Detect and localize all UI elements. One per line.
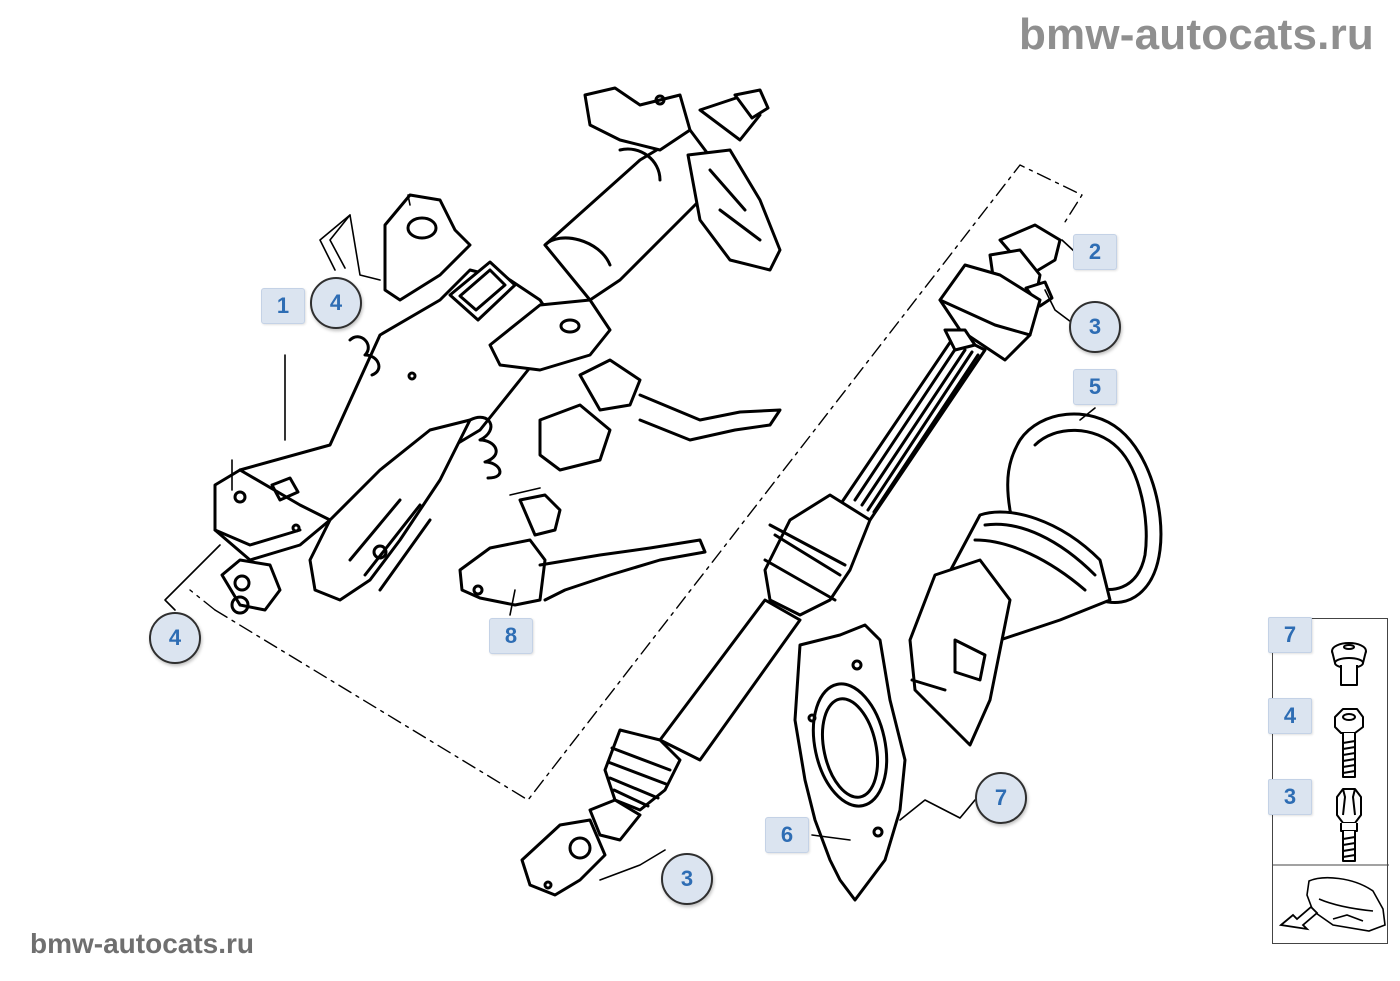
callout-part-4-upper[interactable]: 4 bbox=[310, 277, 362, 329]
collar-screw-icon bbox=[1331, 642, 1367, 686]
hex-bolt-icon bbox=[1334, 708, 1364, 778]
clamp-lever-part bbox=[458, 493, 707, 607]
watermark-top: bmw-autocats.ru bbox=[1018, 10, 1374, 59]
upper-shaft-part bbox=[838, 223, 1062, 522]
steering-column-part bbox=[213, 86, 782, 615]
callout-part-3-upper[interactable]: 3 bbox=[1069, 301, 1121, 353]
callout-part-3-lower[interactable]: 3 bbox=[661, 853, 713, 905]
fastener-label-7[interactable]: 7 bbox=[1268, 617, 1312, 653]
dashed-assembly-line bbox=[189, 164, 1083, 801]
callout-part-4-lower[interactable]: 4 bbox=[149, 612, 201, 664]
car-front-arrow-icon bbox=[1278, 877, 1386, 932]
callout-part-8[interactable]: 8 bbox=[489, 618, 533, 654]
torx-bolt-icon bbox=[1336, 788, 1362, 862]
fastener-panel: 7 4 3 bbox=[1268, 617, 1389, 944]
callout-part-1[interactable]: 1 bbox=[261, 288, 305, 324]
callout-part-7[interactable]: 7 bbox=[975, 772, 1027, 824]
leader-lines bbox=[164, 194, 1096, 881]
fastener-label-3[interactable]: 3 bbox=[1268, 779, 1312, 815]
fastener-panel-graphics bbox=[1273, 642, 1389, 932]
callout-part-2[interactable]: 2 bbox=[1073, 234, 1117, 270]
fastener-label-4[interactable]: 4 bbox=[1268, 698, 1312, 734]
grommet-boot-part bbox=[908, 412, 1163, 747]
callout-part-6[interactable]: 6 bbox=[765, 817, 809, 853]
seal-plate-part bbox=[793, 623, 907, 902]
watermark-bottom: bmw-autocats.ru bbox=[30, 928, 255, 959]
intermediate-shaft-part bbox=[520, 493, 872, 897]
callout-part-5[interactable]: 5 bbox=[1073, 369, 1117, 405]
